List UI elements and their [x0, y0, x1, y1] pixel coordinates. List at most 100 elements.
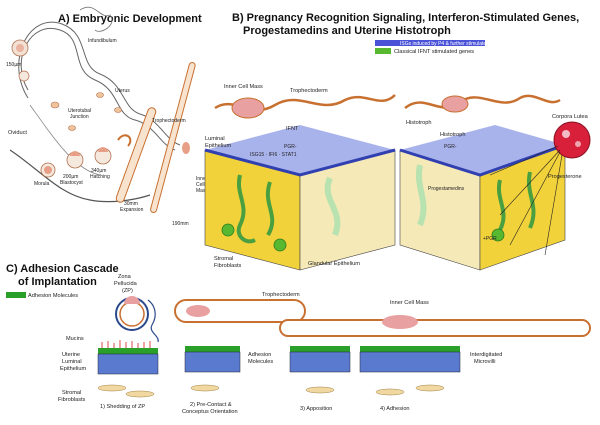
label-ifnt: IFNT	[286, 126, 299, 132]
gland-right-2	[527, 171, 536, 229]
adhesion-layer-3	[290, 346, 350, 352]
step-3-label: 3) Apposition	[300, 406, 332, 412]
label-uterine-3: Epithelium	[60, 366, 86, 372]
mucin-strands	[101, 340, 151, 348]
corpora-lutea	[553, 121, 591, 159]
label-pgr-left: PGR-	[284, 144, 297, 150]
p4-arrow-1	[499, 149, 561, 216]
legend-swatch-isg	[375, 40, 485, 46]
label-glandular: Glandular Epithelium	[308, 261, 360, 267]
label-icm-a-1: Inner	[196, 176, 208, 182]
hatching-icm	[98, 147, 108, 152]
fibroblast-4	[305, 386, 335, 394]
label-mucins: Mucins	[66, 336, 84, 342]
gland-left-2	[265, 181, 275, 237]
embryo-dot-3	[96, 92, 104, 98]
label-progestamedins: Progestamedins	[428, 186, 465, 192]
zp-shed	[147, 299, 159, 343]
label-adhesion-mol-2: Molecules	[248, 359, 273, 365]
inner-cell-mass-b-right	[441, 95, 469, 113]
icm-step2	[186, 305, 210, 317]
ovoid-conceptus	[117, 134, 132, 147]
label-icm-c: Inner Cell Mass	[390, 300, 429, 306]
inner-cell-mass-b	[231, 97, 265, 119]
p4-arrow-2	[509, 151, 561, 246]
step-1-label: 1) Shedding of ZP	[100, 404, 145, 410]
label-luminal-1: Luminal	[205, 136, 225, 142]
legend-adhesion-label: Adhesion Molecules	[28, 293, 78, 299]
label-luminal-2: Epithelium	[205, 143, 231, 149]
epithelial-cells-1	[97, 353, 159, 375]
label-morula: Morula	[34, 181, 50, 187]
panel-b: B) Pregnancy Recognition Signaling, Inte…	[204, 12, 591, 271]
adhesion-layer-4	[360, 346, 460, 352]
label-histotroph-2: Histotroph	[440, 132, 466, 138]
label-interdigitated-2: Microvilli	[474, 359, 495, 365]
epithelium-step-1	[97, 340, 159, 375]
panel-b-title-1: B) Pregnancy Recognition Signaling, Inte…	[232, 12, 579, 24]
label-infundibulum: Infundibulum	[88, 38, 117, 44]
gland-right-side	[416, 164, 427, 227]
label-size-190: 190mm	[172, 221, 189, 227]
panel-c-title-1: C) Adhesion Cascade	[6, 263, 119, 275]
legend-adhesion-swatch	[6, 292, 26, 298]
label-zona-3: (ZP)	[122, 288, 133, 294]
luminal-epithelium-left	[204, 148, 396, 177]
label-oviduct: Oviduct	[8, 130, 27, 136]
conceptus-c-step2	[174, 299, 306, 323]
fibroblast-2	[125, 390, 155, 398]
embryo-dot-2	[68, 125, 76, 131]
label-hatching: Hatching	[90, 174, 110, 180]
conceptus-190mm	[150, 62, 196, 213]
label-expansion: Expansion	[120, 207, 144, 213]
oocyte-1-core	[16, 44, 24, 52]
fibroblast-5	[375, 388, 405, 396]
epithelial-cells-3	[289, 351, 351, 373]
oviduct-tube	[20, 27, 176, 151]
label-blastocyst-size: 200µm	[63, 174, 78, 180]
panel-c-title-2: of Implantation	[18, 276, 97, 288]
adhesion-layer-2	[185, 346, 240, 352]
epithelial-cells-2	[184, 351, 241, 373]
icm-c	[124, 296, 140, 304]
label-stromal-b-2: Fibroblasts	[214, 263, 242, 269]
label-icm-a-3: Mass	[196, 188, 208, 194]
icm-step34	[382, 315, 418, 329]
label-trophectoderm-a: Trophectoderm	[152, 118, 186, 124]
label-uterotubal-2: Junction	[70, 114, 89, 120]
panel-a-title: A) Embryonic Development	[58, 13, 202, 25]
embryo-dot-4	[114, 107, 122, 113]
label-uterotubal-1: Uterotubal	[68, 108, 91, 114]
adhesion-layer-1	[98, 348, 158, 354]
label-adhesion-mol-1: Adhesion	[248, 352, 271, 358]
label-progesterone: Progesterone	[548, 174, 582, 180]
label-icm-b: Inner Cell Mass	[224, 84, 263, 90]
label-size-150: 150µm	[6, 62, 21, 68]
corpus-luteum-highlight-2	[575, 141, 581, 147]
uterus-inner	[29, 104, 101, 176]
p4-arrow-4	[489, 145, 559, 176]
gland-left-side	[324, 176, 341, 237]
panel-b-title-2: Progestamedins and Uterine Histotroph	[243, 25, 451, 37]
infundibulum-shape	[79, 6, 113, 32]
corpus-luteum-highlight-1	[562, 130, 570, 138]
label-trophectoderm-b: Trophectoderm	[290, 88, 328, 94]
conceptus-c-step34	[279, 319, 591, 337]
uterus-wall	[9, 149, 151, 203]
label-icm-a-2: Cell	[196, 182, 205, 188]
label-blastocyst: Blastocyst	[60, 180, 83, 186]
embryo-dot-1	[50, 101, 60, 109]
fibroblast-3	[190, 384, 220, 392]
gland-right-1	[496, 179, 506, 231]
label-corpora-lutea: Corpora Lutea	[552, 114, 589, 120]
label-pgr-plus: +PGR	[483, 236, 497, 242]
label-uterus: Uterus	[115, 88, 130, 94]
p4-arrow-3	[544, 154, 563, 256]
epithelial-cells-4	[359, 351, 461, 373]
legend-label-isg: ISGs induced by P4 & further stimulated …	[400, 41, 508, 47]
conceptus-b-right	[404, 94, 561, 110]
label-stromal-c-2: Fibroblasts	[58, 397, 86, 403]
progesterone-arrows	[489, 145, 563, 256]
label-stromal-b-1: Stromal	[214, 256, 233, 262]
